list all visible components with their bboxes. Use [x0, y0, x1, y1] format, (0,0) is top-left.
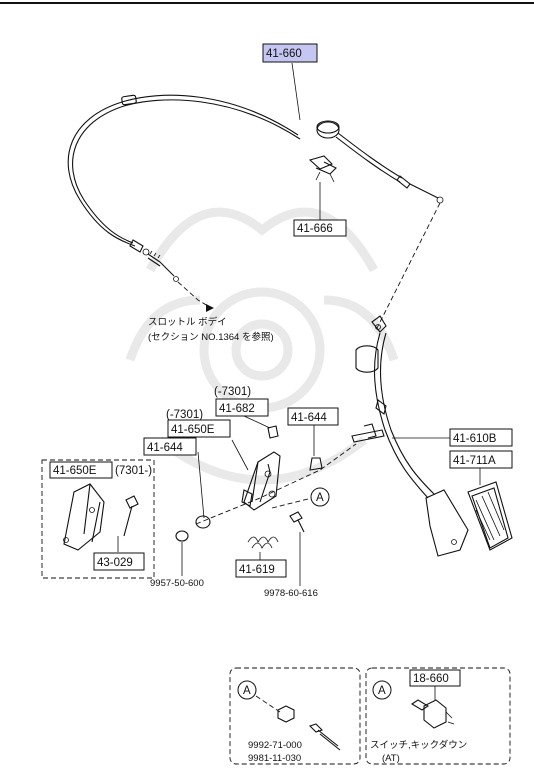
bolt	[289, 511, 305, 533]
alt-bracket-group	[41, 459, 155, 579]
label-bushing-lower: 41-644	[147, 442, 183, 454]
fastener-bolt	[308, 723, 341, 751]
pedal-bracket	[241, 451, 281, 511]
callout-a-main: A	[316, 492, 324, 504]
label-bracket-main: 41-650E	[171, 424, 215, 436]
label-fastener-2: 9981-11-030	[248, 753, 301, 764]
label-pedal-pad: 41-711A	[453, 455, 496, 467]
label-return-spring: 41-619	[239, 564, 275, 576]
pin	[175, 530, 189, 542]
pedal-pad	[467, 481, 513, 551]
note-bracket-alt: (7301-)	[115, 465, 152, 477]
label-fastener-1: 9992-71-000	[248, 740, 302, 751]
label-bushing-upper: 41-644	[291, 412, 327, 424]
callout-a-fasteners: A	[243, 685, 251, 697]
note-section-ref: (セクション NO.1364 を参照)	[148, 331, 274, 343]
bushing-lower	[195, 515, 211, 529]
bracket-plate	[267, 425, 279, 439]
label-throttle-cable: 41-660	[266, 48, 302, 60]
callout-a-switch: A	[378, 685, 386, 697]
nut	[277, 705, 295, 723]
alt-bracket	[63, 483, 139, 551]
label-pin: 9957-50-600	[150, 578, 204, 589]
return-spring	[247, 536, 279, 549]
label-stop-switch: 18-660	[413, 673, 449, 685]
label-bolt: 9978-60-616	[264, 588, 318, 599]
note-bracket-main: (-7301)	[166, 409, 203, 421]
kickdown-switch	[410, 699, 455, 729]
note-throttle-body: スロットル ボデイ	[148, 316, 227, 328]
label-bracket-alt-bolt: 43-029	[97, 557, 133, 569]
throttle-cable	[67, 94, 444, 282]
label-cable-clip: 41-666	[297, 223, 333, 235]
label-pedal-arm: 41-610B	[453, 433, 497, 445]
note-bracket-upper: (-7301)	[214, 386, 251, 398]
label-switch-variant: (AT)	[382, 753, 400, 764]
cable-clip	[308, 155, 337, 183]
label-bracket-upper: 41-682	[219, 403, 255, 415]
bushing-upper	[309, 457, 323, 471]
label-bracket-alt: 41-650E	[53, 465, 97, 477]
inset-fasteners	[229, 667, 361, 765]
pedal-arm	[351, 315, 469, 557]
inset-kickdown-switch	[365, 667, 511, 765]
label-switch-name: スイッチ,キックダウン	[370, 739, 467, 751]
